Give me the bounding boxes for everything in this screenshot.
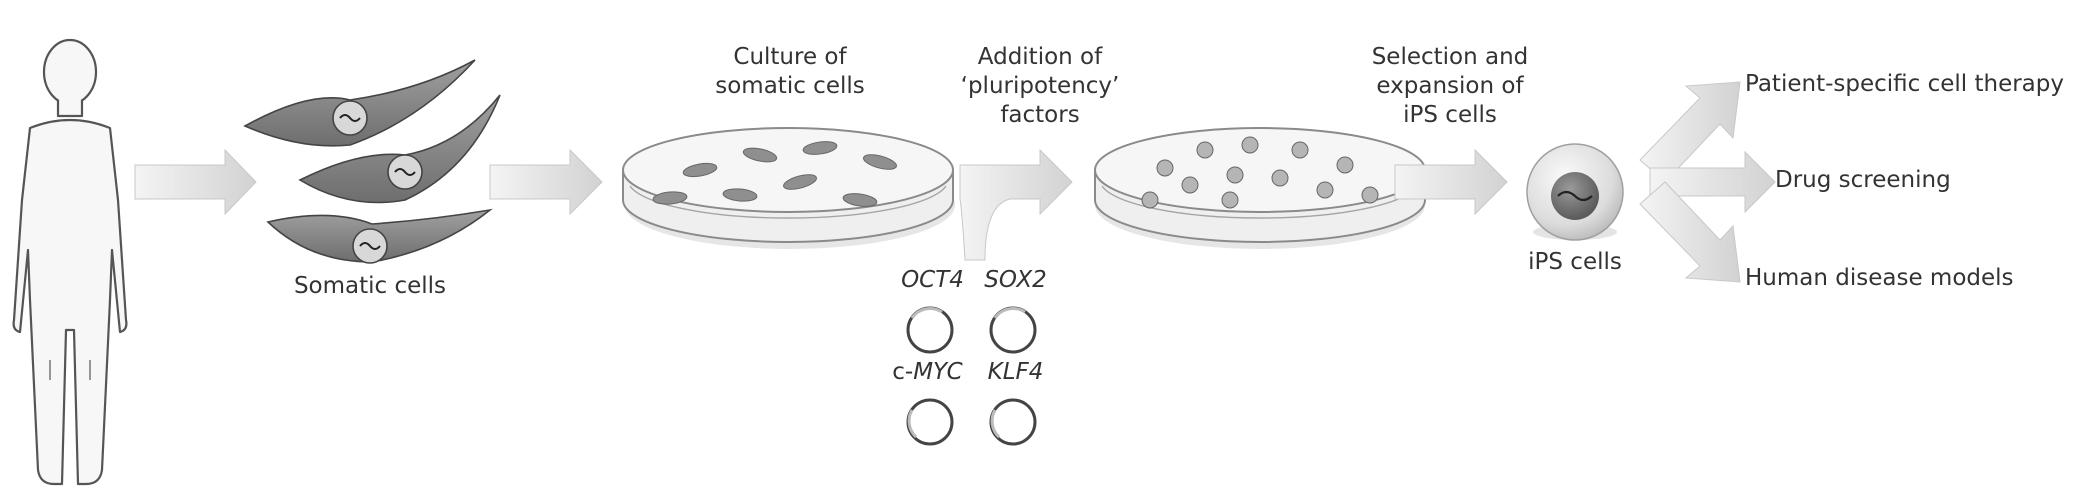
factor-label-c-myc: c-MYC (892, 359, 963, 385)
culture-dish-1-icon (622, 127, 955, 249)
application-cell-therapy: Patient-specific cell therapy (1745, 71, 2064, 97)
factor-label-sox2: SOX2 (984, 267, 1047, 293)
factor-label-oct4: OCT4 (901, 267, 964, 293)
application-disease-models: Human disease models (1745, 265, 2014, 291)
selection-label: Selection and expansion of iPS cells (1371, 44, 1529, 128)
somatic-cells-icon (243, 59, 501, 264)
arrow-1 (134, 148, 257, 216)
plasmid-klf4-icon (989, 398, 1037, 446)
arrow-2 (489, 148, 603, 216)
plasmid-oct4-icon (906, 306, 954, 354)
arrow-4 (1394, 148, 1508, 216)
culture-label: Culture of somatic cells (715, 44, 865, 99)
arrow-3 (959, 148, 1073, 261)
somatic-cells-label: Somatic cells (293, 273, 447, 299)
plasmid-sox2-icon (989, 306, 1037, 354)
application-drug-screening: Drug screening (1775, 167, 1951, 193)
culture-dish-2-icon (1094, 127, 1426, 249)
human-figure-icon (12, 38, 128, 486)
ips-cells-label: iPS cells (1528, 249, 1622, 275)
branching-arrows (1639, 81, 1776, 283)
addition-label: Addition of ‘pluripotency’ factors (960, 44, 1120, 128)
factor-label-klf4: KLF4 (987, 359, 1044, 385)
plasmid-c-myc-icon (906, 398, 954, 446)
ips-cell-icon (1526, 143, 1624, 241)
